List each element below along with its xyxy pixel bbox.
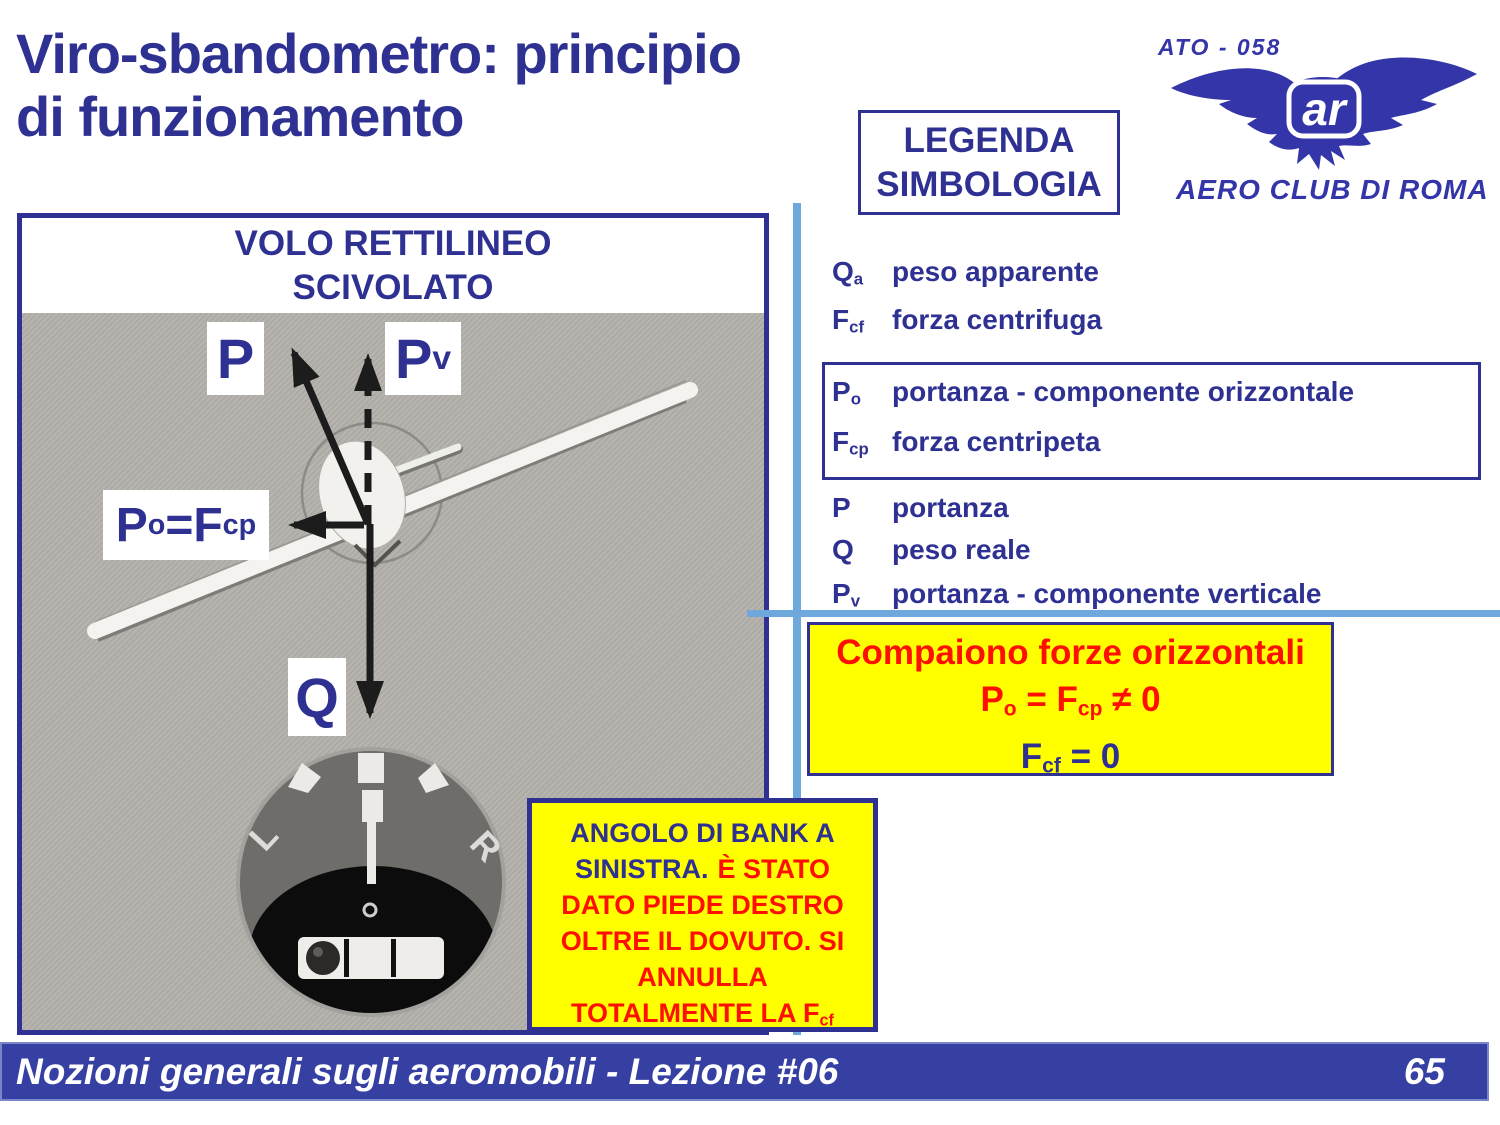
page-title: Viro-sbandometro: principio di funzionam… [16,22,742,148]
force-label-q: Q [288,658,346,736]
legend-desc: peso reale [892,534,1031,565]
bank-line5: ANNULLA [637,962,768,992]
diagram-panel: VOLO RETTILINEO SCIVOLATO [17,213,769,1035]
arrow-p [290,347,372,526]
legend-item-po: Po portanza - componente orizzontale [832,376,1354,410]
force-label-p: P [207,322,264,395]
legend-desc: portanza - componente orizzontale [892,376,1355,407]
legend-item-qa: Qa peso apparente [832,256,1099,290]
symbol-p: P [832,492,851,523]
page-number: 65 [1403,1050,1445,1092]
legend-highlight-box [822,362,1481,480]
bank-line2: SINISTRA.È STATO [574,854,831,884]
inclinometer-ball [306,941,340,975]
forces-note-box: Compaiono forze orizzontali Po = Fcp ≠ 0… [807,622,1334,777]
legend-desc: portanza [892,492,1009,523]
legend-desc: forza centrifuga [892,304,1103,335]
bank-line6: TOTALMENTE LA Fcf [571,998,834,1030]
note-equation2: Fcf = 0 [1020,736,1121,778]
symbol-qa: Qa [832,256,864,289]
turn-slip-indicator: L R [236,747,510,1017]
legend-desc: peso apparente [892,256,1099,287]
note-equation1: Po = Fcp ≠ 0 [980,680,1161,721]
logo-monogram: ar [1302,83,1348,135]
legend-desc: portanza - componente verticale [892,578,1322,609]
page-title-line1: Viro-sbandometro: principio [16,22,742,85]
footer-bar: Nozioni generali sugli aeromobili - Lezi… [0,1042,1489,1101]
legend-heading-line2: SIMBOLOGIA [876,164,1102,204]
symbol-fcf: Fcf [832,304,865,337]
legend-heading: LEGENDA SIMBOLOGIA [858,110,1120,215]
panel-heading-line1: VOLO RETTILINEO [234,223,552,263]
symbol-pv: Pv [832,578,861,611]
forces-diagram-svg: L R [87,347,698,1017]
horizontal-divider [747,610,1500,617]
vertical-divider [793,203,801,1035]
panel-heading: VOLO RETTILINEO SCIVOLATO [22,218,764,313]
note-line1: Compaiono forze orizzontali [836,633,1305,672]
logo-club-name: AERO CLUB DI ROMA [1176,174,1489,205]
symbol-fcp: Fcp [832,426,869,459]
footer-lesson-title: Nozioni generali sugli aeromobili - Lezi… [16,1050,839,1092]
eagle-logo-icon: ar [1171,57,1477,170]
page-title-line2: di funzionamento [16,85,465,148]
legend-item-fcf: Fcf forza centrifuga [832,304,1102,338]
legend-heading-line1: LEGENDA [903,120,1075,160]
logo-ato-number: ATO - 058 [1158,34,1282,60]
legend-item-fcp: Fcp forza centripeta [832,426,1101,460]
symbol-po: Po [832,376,861,409]
panel-heading-line2: SCIVOLATO [292,267,494,307]
bank-line1: ANGOLO DI BANK A [570,818,835,848]
bank-line4: OLTRE IL DOVUTO. SI [560,926,845,956]
legend-desc: forza centripeta [892,426,1101,457]
bank-callout-box: ANGOLO DI BANK A SINISTRA.È STATO DATO P… [527,798,878,1032]
symbol-q: Q [832,534,854,565]
legend-item-pv: Pv portanza - componente verticale [832,578,1321,612]
bank-line3: DATO PIEDE DESTRO [561,890,844,920]
